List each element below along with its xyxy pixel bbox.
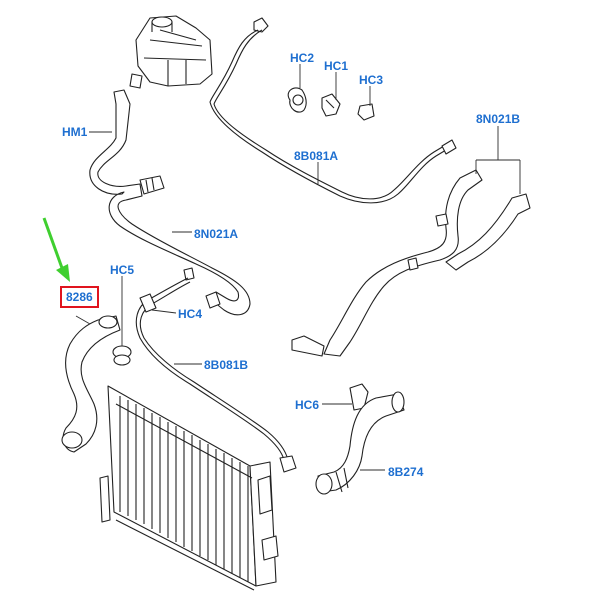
arrow-down-left-icon xyxy=(42,217,70,282)
expansion-tank xyxy=(129,15,213,89)
hose-8n021a xyxy=(89,89,251,316)
clip-hc1 xyxy=(321,93,341,117)
highlight-box-8286: 8286 xyxy=(60,286,99,308)
hose-8n021b xyxy=(291,169,531,357)
label-8b274: 8B274 xyxy=(388,465,424,479)
hose-8b274 xyxy=(315,391,405,495)
radiator xyxy=(99,385,279,591)
label-hc6: HC6 xyxy=(295,398,320,412)
hose-8286 xyxy=(61,315,121,453)
label-hc2: HC2 xyxy=(290,51,315,65)
clip-hc2 xyxy=(287,87,307,113)
label-hc1: HC1 xyxy=(324,59,349,73)
label-hc4: HC4 xyxy=(178,307,203,321)
pipe-8b081b xyxy=(135,267,297,473)
label-hc5: HC5 xyxy=(110,263,135,277)
label-hc3: HC3 xyxy=(359,73,384,87)
label-8b081a: 8B081A xyxy=(294,149,339,163)
pipe-8b081a xyxy=(209,17,457,204)
label-8n021b: 8N021B xyxy=(476,112,521,126)
clip-hc5 xyxy=(112,345,132,366)
label-8b081b: 8B081B xyxy=(204,358,249,372)
clip-hc6 xyxy=(349,383,369,411)
label-8n021a: 8N021A xyxy=(194,227,239,241)
clip-hc3 xyxy=(357,103,375,121)
leader-lines xyxy=(75,64,521,471)
label-hm1: HM1 xyxy=(62,125,88,139)
label-8286: 8286 xyxy=(66,290,93,304)
